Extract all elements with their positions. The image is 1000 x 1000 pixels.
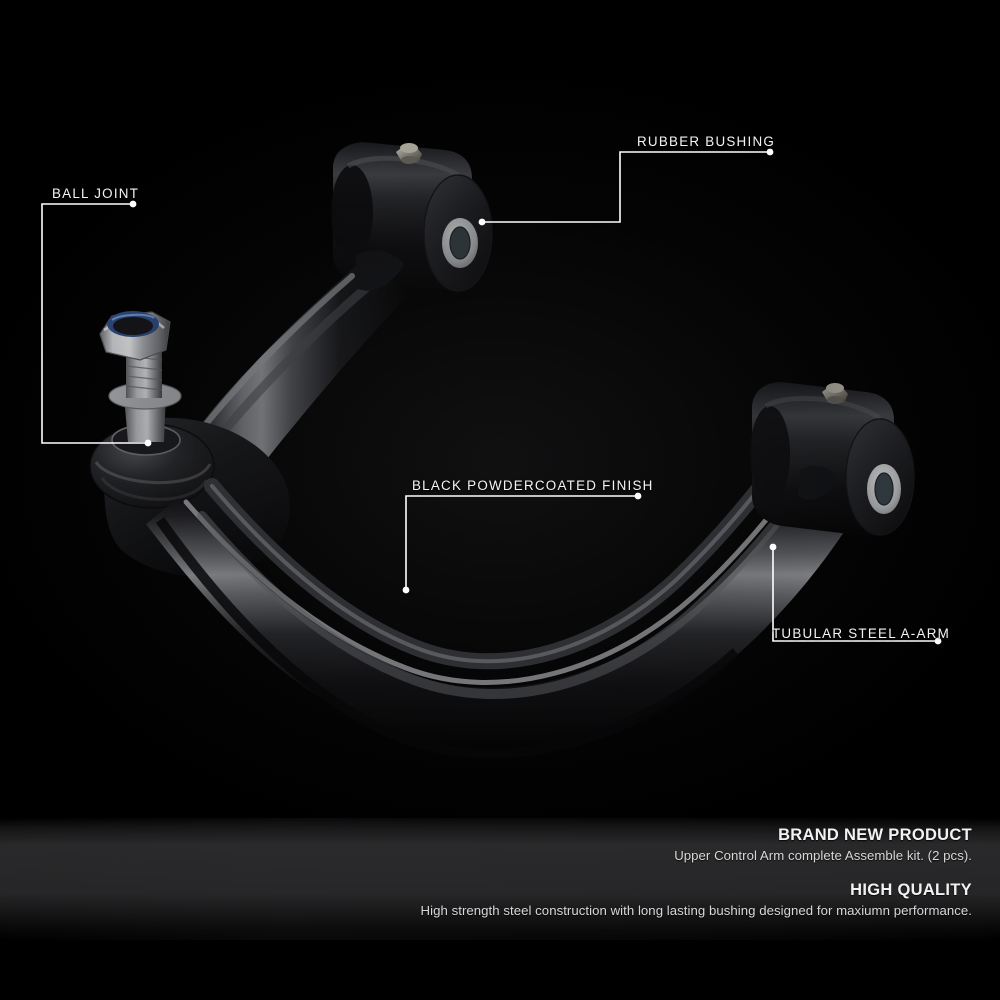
banner-body-brand-new-product: Upper Control Arm complete Assemble kit.… xyxy=(674,848,972,864)
callout-label-ball-joint: BALL JOINT xyxy=(52,186,140,201)
callout-label-black-powdercoated-finish: BLACK POWDERCOATED FINISH xyxy=(412,478,654,493)
banner-body-high-quality: High strength steel construction with lo… xyxy=(420,903,972,919)
rubber-bushing-right xyxy=(750,382,915,537)
callout-label-tubular-steel-a-arm: TUBULAR STEEL A-ARM xyxy=(772,626,951,641)
callout-label-rubber-bushing: RUBBER BUSHING xyxy=(637,134,776,149)
banner-spacer xyxy=(421,866,972,879)
tubular-steel-a-arm-body xyxy=(146,472,852,759)
banner-heading-high-quality: HIGH QUALITY xyxy=(850,881,972,900)
info-banner: BRAND NEW PRODUCT Upper Control Arm comp… xyxy=(0,818,1000,940)
banner-heading-brand-new-product: BRAND NEW PRODUCT xyxy=(778,826,972,844)
info-banner-text: BRAND NEW PRODUCT Upper Control Arm comp… xyxy=(421,824,972,921)
